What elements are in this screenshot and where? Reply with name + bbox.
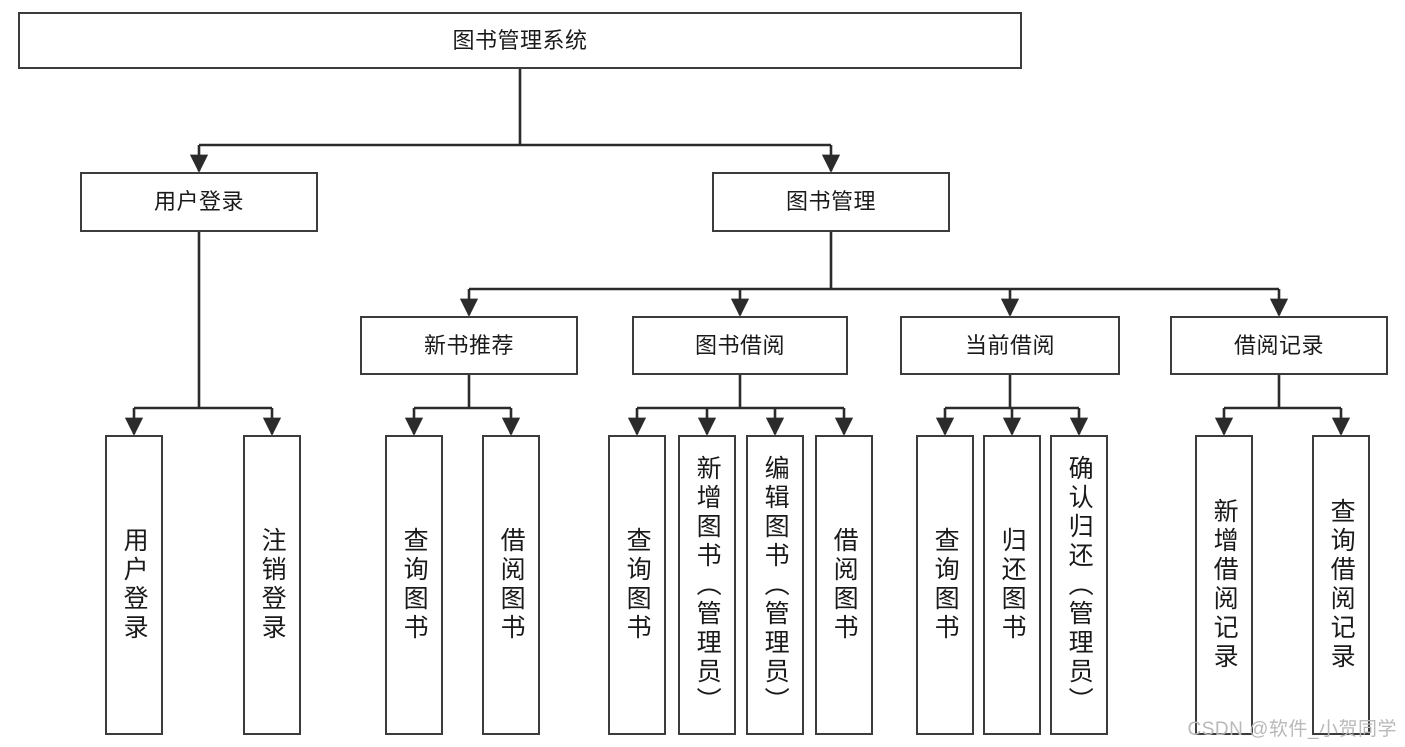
node-label: 当前借阅 (964, 332, 1055, 358)
node-leaf-query-book-1[interactable]: 查询图书 (385, 435, 443, 735)
node-label: 借阅图书 (830, 527, 859, 643)
node-label: 用户登录 (120, 527, 149, 643)
node-label: 查询图书 (400, 527, 429, 643)
node-label: 借阅记录 (1233, 332, 1324, 358)
node-label: 查询图书 (623, 527, 652, 643)
node-leaf-borrow-book-1[interactable]: 借阅图书 (482, 435, 540, 735)
node-label: 用户登录 (153, 189, 244, 215)
node-current-borrow[interactable]: 当前借阅 (900, 316, 1120, 375)
node-leaf-add-book-admin[interactable]: 新增图书（管理员） (678, 435, 736, 735)
node-label: 查询借阅记录 (1327, 498, 1356, 672)
node-label: 新增借阅记录 (1210, 498, 1239, 672)
node-label: 注销登录 (258, 527, 287, 643)
node-leaf-borrow-book-2[interactable]: 借阅图书 (815, 435, 873, 735)
node-label: 新书推荐 (423, 332, 514, 358)
node-leaf-confirm-return-admin[interactable]: 确认归还（管理员） (1050, 435, 1108, 735)
node-label: 图书借阅 (694, 332, 785, 358)
node-label: 图书管理系统 (452, 27, 588, 53)
node-label: 新增图书（管理员） (693, 454, 722, 716)
node-label: 查询图书 (931, 527, 960, 643)
node-user-login[interactable]: 用户登录 (80, 172, 318, 232)
node-leaf-query-book-3[interactable]: 查询图书 (916, 435, 974, 735)
node-leaf-query-borrow-record[interactable]: 查询借阅记录 (1312, 435, 1370, 735)
node-leaf-query-book-2[interactable]: 查询图书 (608, 435, 666, 735)
node-label: 确认归还（管理员） (1065, 454, 1094, 716)
watermark: CSDN @软件_小贺同学 (1187, 719, 1397, 740)
node-label: 借阅图书 (497, 527, 526, 643)
node-leaf-return-book[interactable]: 归还图书 (983, 435, 1041, 735)
node-book-manage[interactable]: 图书管理 (712, 172, 950, 232)
node-book-borrow[interactable]: 图书借阅 (632, 316, 848, 375)
node-label: 图书管理 (785, 189, 876, 215)
node-borrow-record[interactable]: 借阅记录 (1170, 316, 1388, 375)
node-label: 归还图书 (998, 527, 1027, 643)
node-leaf-add-borrow-record[interactable]: 新增借阅记录 (1195, 435, 1253, 735)
node-new-book-recommend[interactable]: 新书推荐 (360, 316, 578, 375)
node-leaf-user-login[interactable]: 用户登录 (105, 435, 163, 735)
node-leaf-logout[interactable]: 注销登录 (243, 435, 301, 735)
node-leaf-edit-book-admin[interactable]: 编辑图书（管理员） (746, 435, 804, 735)
node-label: 编辑图书（管理员） (761, 454, 790, 716)
node-root[interactable]: 图书管理系统 (18, 12, 1022, 69)
